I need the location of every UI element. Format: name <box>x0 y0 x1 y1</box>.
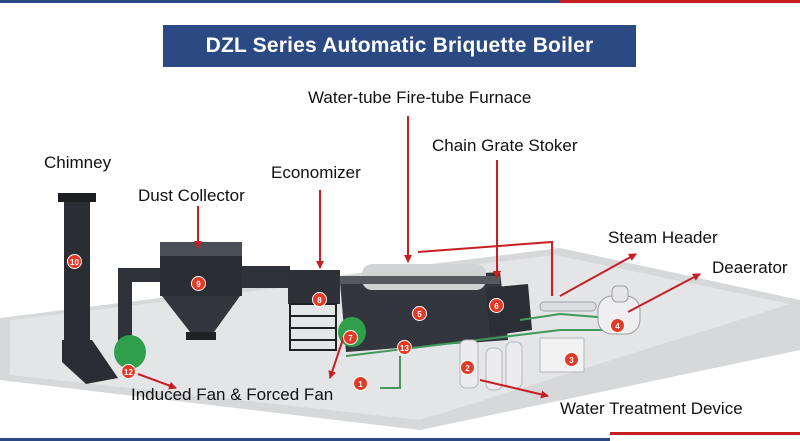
marker-2: 2 <box>460 360 475 375</box>
water-tank-3 <box>505 341 523 389</box>
marker-8: 8 <box>312 292 327 307</box>
water-tank-2 <box>485 347 503 391</box>
chimney-cap <box>58 193 96 202</box>
marker-12: 12 <box>121 364 136 379</box>
marker-6: 6 <box>489 298 504 313</box>
page-title: DZL Series Automatic Briquette Boiler <box>163 25 636 67</box>
chain-grate <box>486 284 532 336</box>
top-divider-blue <box>0 0 560 3</box>
furnace-top-lid <box>340 276 500 284</box>
deaerator-top <box>611 285 629 303</box>
marker-3: 3 <box>564 352 579 367</box>
bottom-divider-blue <box>0 438 610 441</box>
bottom-divider-red <box>610 432 800 435</box>
marker-5: 5 <box>412 306 427 321</box>
label-steam-header: Steam Header <box>608 228 718 247</box>
marker-9: 9 <box>191 276 206 291</box>
label-economizer: Economizer <box>271 163 361 182</box>
top-divider-red <box>560 0 800 3</box>
label-fans: Induced Fan & Forced Fan <box>131 385 334 404</box>
label-chain-grate: Chain Grate Stoker <box>432 136 578 155</box>
marker-4: 4 <box>610 318 625 333</box>
marker-13: 13 <box>397 340 412 355</box>
dust-collector-duct <box>242 266 290 288</box>
dust-collector-stand <box>186 332 216 340</box>
chimney-body <box>64 200 90 340</box>
chimney-base <box>62 340 118 384</box>
leader-arrows <box>137 116 701 399</box>
label-water-treatment: Water Treatment Device <box>560 399 743 418</box>
marker-1: 1 <box>353 376 368 391</box>
piping <box>345 240 620 389</box>
label-furnace: Water-tube Fire-tube Furnace <box>308 88 532 107</box>
label-chimney: Chimney <box>44 153 112 172</box>
label-deaerator: Deaerator <box>712 258 788 277</box>
flue-duct <box>118 268 160 350</box>
label-dust-collector: Dust Collector <box>138 186 245 205</box>
dust-collector-hopper <box>162 296 240 332</box>
steam-header-pipe <box>539 301 597 312</box>
marker-7: 7 <box>343 330 358 345</box>
marker-10: 10 <box>67 254 82 269</box>
induced-fan <box>114 335 146 369</box>
dust-collector-top <box>160 242 242 256</box>
